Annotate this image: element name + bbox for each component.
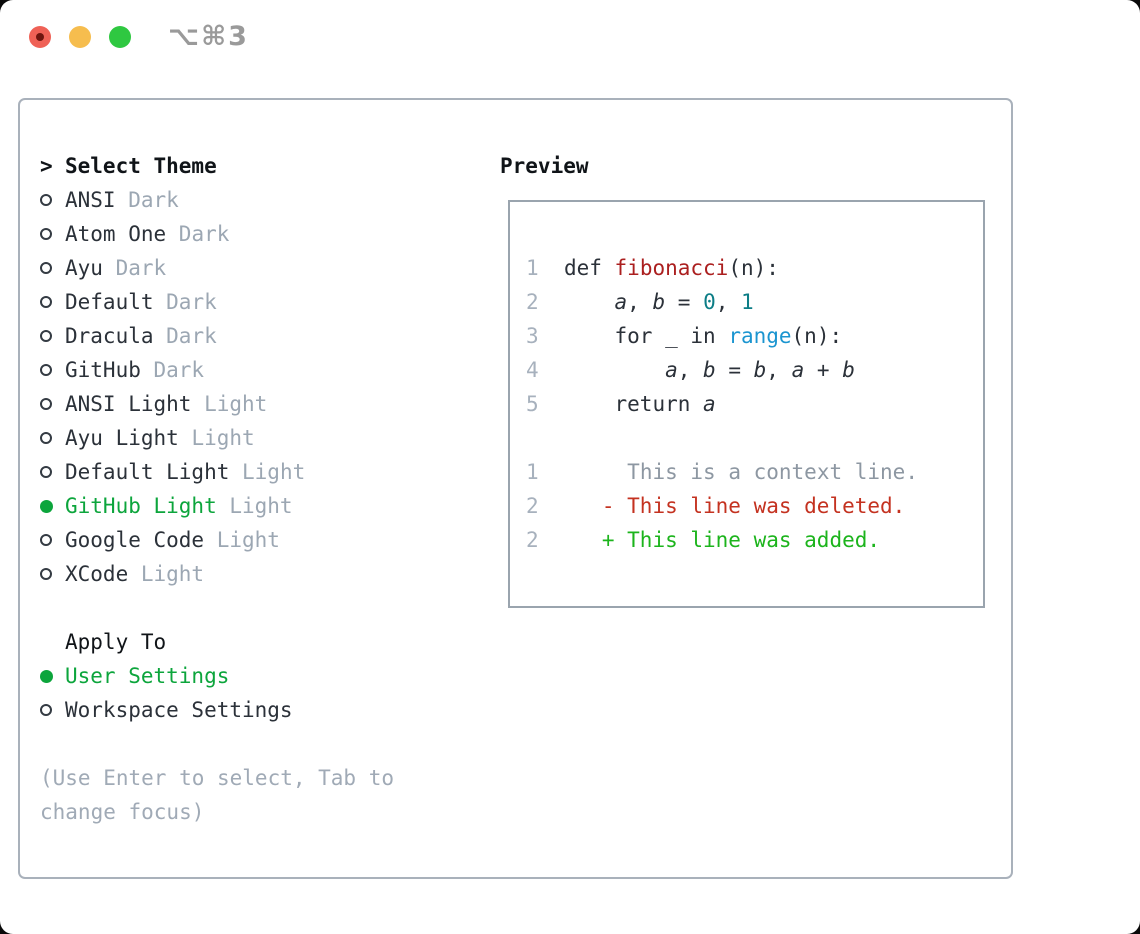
theme-name: GitHub Light [65,494,217,518]
hint-line-1: (Use Enter to select, Tab to [40,766,395,790]
radio-icon [40,194,52,206]
theme-option-ansi[interactable]: ANSI Dark [40,183,394,217]
theme-option-atom-one[interactable]: Atom One Dark [40,217,394,251]
prompt-icon: > [40,154,53,178]
theme-variant: Dark [115,188,179,212]
preview-code: 1 def fibonacci(n): 2 a, b = 0, 1 3 for _ … [510,202,983,557]
spacer [526,421,983,455]
select-theme-header: > Select Theme [40,149,394,183]
radio-icon [40,568,52,580]
window-titlebar: ⌥⌘3 [0,0,1140,70]
theme-name: XCode [65,562,129,586]
preview-line: 2 + This line was added. [526,528,881,552]
theme-option-default-light[interactable]: Default Light Light [40,455,394,489]
hint-line-2: change focus) [40,800,205,824]
theme-variant: Light [216,494,293,518]
preview-line: 3 for _ in range(n): [526,324,843,348]
theme-option-github-light[interactable]: GitHub Light Light [40,489,394,523]
theme-variant: Dark [153,290,217,314]
theme-name: Dracula [65,324,154,348]
apply-to-list: User Settings Workspace Settings [40,659,394,727]
theme-variant: Dark [102,256,167,280]
radio-icon [40,262,52,274]
apply-option-user-settings[interactable]: User Settings [40,659,394,693]
apply-option-workspace-settings[interactable]: Workspace Settings [40,693,394,727]
radio-icon [40,669,53,683]
theme-option-default[interactable]: Default Dark [40,285,394,319]
theme-name: Ayu [65,256,103,280]
theme-variant: Light [178,426,255,450]
theme-option-dracula[interactable]: Dracula Dark [40,319,394,353]
apply-option-label: Workspace Settings [65,698,293,722]
theme-name: Default [65,290,154,314]
radio-icon [40,534,52,546]
theme-name: Google Code [65,528,205,552]
theme-name: Ayu Light [65,426,179,450]
theme-option-ayu-light[interactable]: Ayu Light Light [40,421,394,455]
preview-box: 1 def fibonacci(n): 2 a, b = 0, 1 3 for _ … [508,200,985,608]
window-shortcut-label: ⌥⌘3 [168,21,249,52]
theme-variant: Light [128,562,205,586]
theme-variant: Light [204,528,280,552]
theme-name: Atom One [65,222,167,246]
radio-icon [40,466,52,478]
preview-line: 2 a, b = 0, 1 [526,290,754,314]
radio-icon [40,296,52,308]
preview-title: Preview [500,154,589,178]
theme-variant: Dark [166,222,230,246]
theme-selector-panel: > Select Theme ANSI Dark Atom One Dark A… [18,98,1013,879]
preview-line: 1 This is a context line. [526,460,918,484]
minimize-button[interactable] [69,26,91,48]
theme-option-ayu[interactable]: Ayu Dark [40,251,394,285]
theme-list: ANSI Dark Atom One Dark Ayu Dark Default… [40,183,394,591]
theme-variant: Light [229,460,306,484]
preview-line: 5 return a [526,392,716,416]
radio-icon [40,432,52,444]
select-theme-title: Select Theme [65,154,217,178]
theme-name: GitHub [65,358,141,382]
maximize-button[interactable] [109,26,131,48]
theme-name: Default Light [65,460,230,484]
theme-name: ANSI Light [65,392,192,416]
radio-icon [40,330,52,342]
apply-option-label: User Settings [65,664,230,688]
theme-variant: Dark [140,358,205,382]
radio-icon [40,364,52,376]
radio-icon [40,398,52,410]
theme-option-xcode[interactable]: XCode Light [40,557,394,591]
theme-variant: Dark [153,324,217,348]
apply-to-header: Apply To [40,625,394,659]
spacer [40,591,394,625]
apply-to-title: Apply To [65,630,167,654]
preview-line: 1 def fibonacci(n): [526,256,779,280]
preview-line: 4 a, b = b, a + b [526,358,855,382]
theme-option-github[interactable]: GitHub Dark [40,353,394,387]
theme-option-google-code[interactable]: Google Code Light [40,523,394,557]
theme-option-ansi-light[interactable]: ANSI Light Light [40,387,394,421]
close-button[interactable] [29,26,51,48]
theme-name: ANSI [65,188,116,212]
radio-icon [40,228,52,240]
radio-icon [40,499,53,513]
preview-line: 2 - This line was deleted. [526,494,906,518]
spacer [40,727,394,761]
radio-icon [40,704,52,716]
theme-list-pane: > Select Theme ANSI Dark Atom One Dark A… [40,149,394,829]
theme-variant: Light [191,392,268,416]
